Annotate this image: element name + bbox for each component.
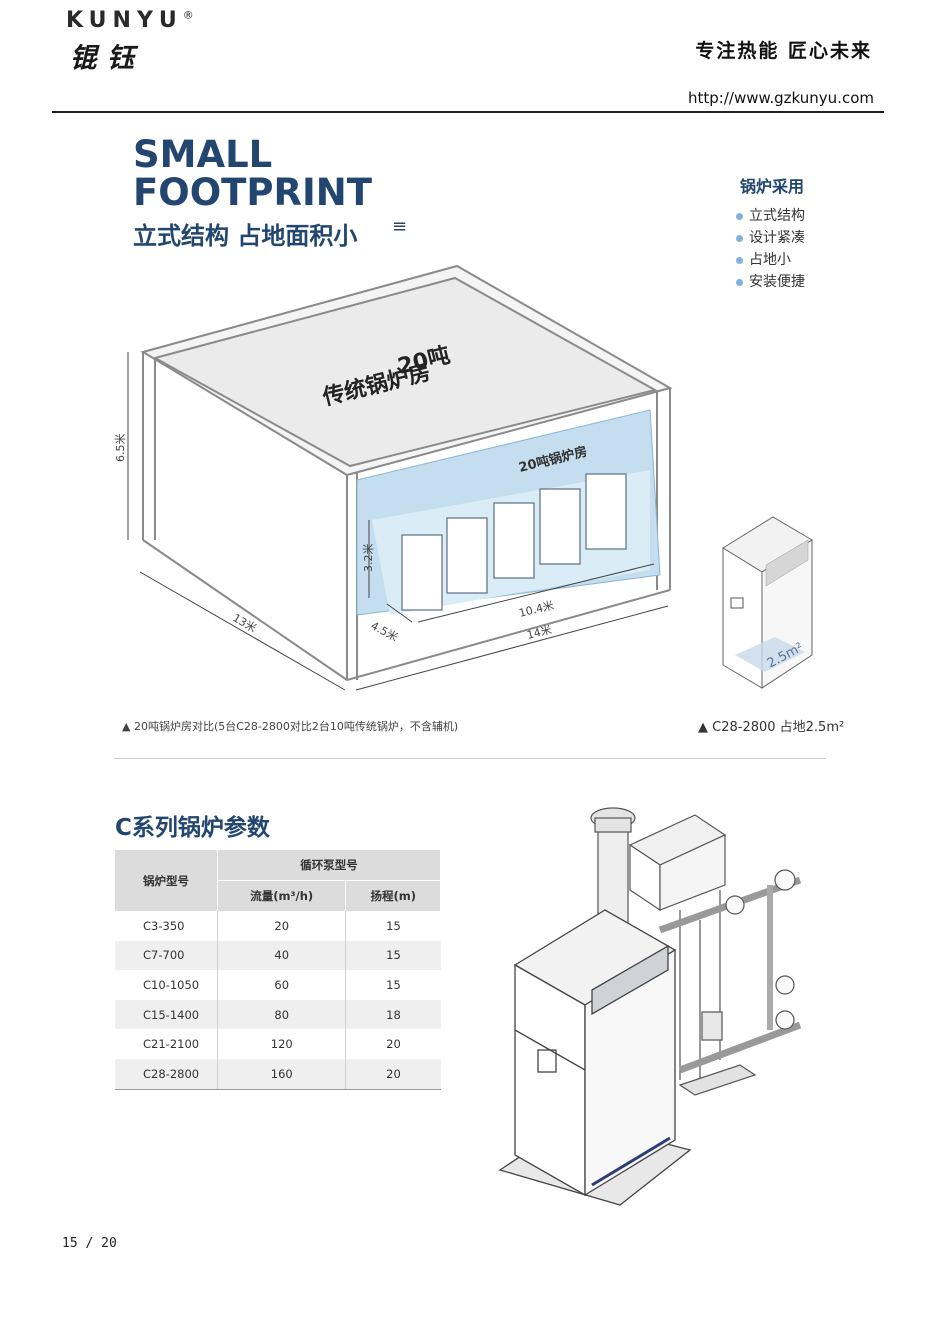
cell-model: C7-700 bbox=[115, 940, 218, 971]
header-divider bbox=[52, 111, 884, 113]
cell-head: 20 bbox=[386, 1037, 401, 1052]
cell-head: 15 bbox=[345, 940, 441, 971]
table-row: C3-350 20 15 bbox=[115, 911, 441, 941]
cell-flow: 120 bbox=[217, 1029, 347, 1059]
cell-model: C21-2100 bbox=[115, 1029, 218, 1059]
section-divider bbox=[114, 758, 826, 759]
brand-logo-en: KUNYU® bbox=[66, 8, 194, 33]
menu-lines-icon: ≡ bbox=[392, 216, 408, 237]
cell-model: C3-350 bbox=[115, 911, 218, 941]
bullet-icon bbox=[736, 278, 743, 286]
params-title: C系列锅炉参数 bbox=[115, 815, 270, 841]
page-number: 15 / 20 bbox=[62, 1236, 117, 1251]
table-row: C7-700 40 15 bbox=[115, 940, 441, 971]
dim-inner-height: 3.2米 bbox=[362, 544, 375, 573]
features-list: 立式结构 设计紧凑 占地小 安装便捷 bbox=[736, 205, 805, 293]
table-row: C15-1400 80 18 bbox=[115, 999, 441, 1030]
cell-model: C10-1050 bbox=[115, 970, 218, 1000]
boiler-units bbox=[401, 473, 627, 611]
cell-flow: 80 bbox=[217, 999, 347, 1030]
feature-item: 设计紧凑 bbox=[736, 227, 805, 249]
header-pump-group: 循环泵型号 bbox=[217, 850, 441, 881]
main-boiler bbox=[498, 909, 692, 1206]
params-table: 锅炉型号 循环泵型号 流量(m³/h) 扬程(m) C3-350 20 15 C… bbox=[115, 850, 441, 1090]
website-link[interactable]: http://www.gzkunyu.com bbox=[688, 89, 874, 107]
cell-head: 15 bbox=[386, 918, 401, 933]
bullet-icon bbox=[736, 212, 743, 220]
feature-item: 立式结构 bbox=[736, 205, 805, 227]
feature-item: 安装便捷 bbox=[736, 271, 805, 293]
dim-inner-depth: 4.5米 bbox=[369, 619, 400, 644]
bullet-icon bbox=[736, 234, 743, 242]
diagram-caption-left: ▲ 20吨锅炉房对比(5台C28-2800对比2台10吨传统锅炉，不含辅机) bbox=[122, 720, 459, 733]
cell-flow: 60 bbox=[217, 970, 347, 1000]
cell-head: 18 bbox=[345, 999, 441, 1030]
cell-flow: 40 bbox=[217, 940, 347, 971]
section-title-cn: 立式结构 占地面积小 bbox=[133, 222, 358, 250]
header-head: 扬程(m) bbox=[345, 880, 441, 911]
table-row: C21-2100 120 20 bbox=[115, 1029, 441, 1059]
dim-height: 6.5米 bbox=[114, 434, 127, 463]
boiler-system-illustration bbox=[498, 807, 802, 1206]
slogan: 专注热能 匠心未来 bbox=[695, 40, 872, 62]
diagram-caption-right: ▲ C28-2800 占地2.5m² bbox=[698, 720, 845, 735]
dimension-lines bbox=[127, 352, 669, 691]
bullet-icon bbox=[736, 256, 743, 264]
cell-model: C28-2800 bbox=[115, 1058, 218, 1090]
cell-model: C15-1400 bbox=[115, 999, 218, 1030]
brand-logo-cn: 锟钰 bbox=[70, 43, 144, 74]
boiler-room-diagram: 20吨 传统锅炉房 20吨锅炉房 6.5米 3.2米 13米 4.5米 10.4… bbox=[114, 264, 813, 691]
table-row: C10-1050 60 15 bbox=[115, 970, 441, 1000]
cell-flow: 20 bbox=[217, 911, 347, 941]
table-row: C28-2800 160 20 bbox=[115, 1058, 441, 1090]
header-flow: 流量(m³/h) bbox=[217, 880, 347, 911]
dim-inner-width: 10.4米 bbox=[518, 599, 556, 620]
feature-item: 占地小 bbox=[736, 249, 805, 271]
single-boiler-unit: 2.5m² bbox=[722, 516, 813, 689]
cell-head: 15 bbox=[386, 977, 401, 992]
cell-flow: 160 bbox=[217, 1058, 347, 1090]
dim-width: 14米 bbox=[526, 623, 553, 642]
dim-depth: 13米 bbox=[231, 611, 259, 635]
features-title: 锅炉采用 bbox=[740, 177, 805, 196]
header-model: 锅炉型号 bbox=[115, 850, 218, 911]
cell-head: 20 bbox=[345, 1058, 441, 1090]
section-title-en: SMALL FOOTPRINT bbox=[133, 133, 373, 214]
